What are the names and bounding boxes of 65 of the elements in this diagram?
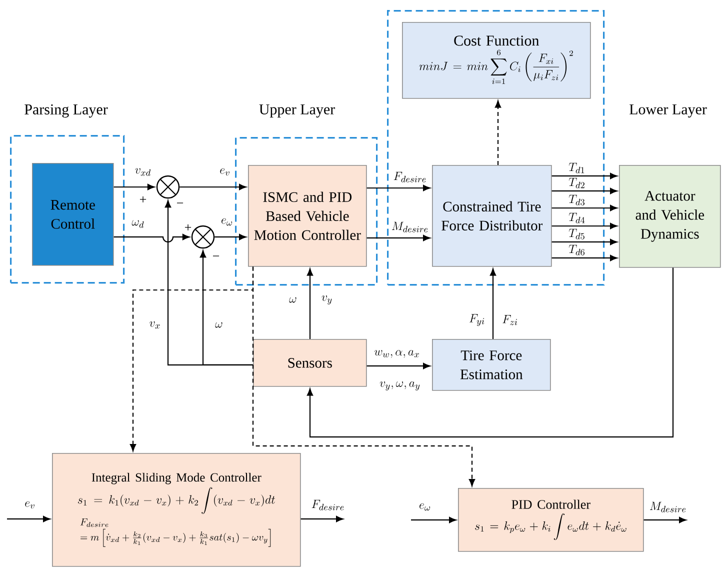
- arrow: [114, 234, 190, 243]
- signal-label: $F_{desire}$: [392, 171, 428, 183]
- arrow: [306, 268, 314, 339]
- controller-box: ISMC and PID Based Vehicle Motion Controller: [248, 164, 367, 267]
- signal-label: $\omega$: [288, 296, 298, 304]
- arrow: [366, 234, 430, 242]
- dynamics-box: Actuator and Vehicle Dynamics: [619, 164, 721, 268]
- signal-label: $F_{zi}$: [502, 315, 518, 326]
- layer-heading: Upper Layer: [259, 104, 335, 118]
- arrow: [214, 234, 246, 240]
- signal-label: $T_{d1}$: [568, 162, 586, 174]
- arrow: [552, 188, 618, 194]
- summing-junction: [191, 225, 215, 249]
- arrow: [644, 516, 686, 524]
- controller-box: PID Controller $s_1 = k_p e_\omega + k_i\int e_\omega dt + k_d\dot{e}_\omega$: [458, 488, 644, 552]
- arrow: [552, 204, 618, 212]
- arrow: [552, 238, 618, 246]
- arrow: [7, 516, 50, 522]
- controller-box: Integral Sliding Mode Controller $s_1 = k_1(v_{xd} - v_x) + k_2\int (v_{xd} - v_x)dt$ $\begin{array}{l}F_{desire}\\ = m\left[\dot{v}_{xd} + \frac{k_2}{k_1}(v_{xd} - v_x) + \frac{k_3}{k_1}sat(s_1) - \omega v_y\right]\end{array}$: [52, 452, 301, 567]
- sensors-box: Sensors: [253, 338, 367, 387]
- cost-function-box: Cost Function $minJ = min\sum_{i=1}^{6} C_i\left(\frac{F_{xi}}{\mu_i F_{zi}}\right)^2$: [402, 22, 591, 99]
- arrow: [180, 184, 246, 190]
- signal-label: $v_x$: [148, 321, 162, 329]
- signal-label: $e_v$: [219, 168, 231, 176]
- arrow: [252, 266, 476, 486]
- arrow: [306, 268, 674, 438]
- sign-label: −: [176, 202, 184, 204]
- layer-heading: Lower Layer: [630, 104, 707, 118]
- summing-junction: [156, 175, 180, 199]
- signal-label: $e_\omega$: [220, 218, 234, 226]
- arrow: [300, 516, 344, 522]
- sign-label: +: [140, 196, 146, 202]
- signal-label: $T_{d4}$: [568, 212, 586, 224]
- distributor-box: Constrained Tire Force Distributor: [432, 164, 552, 267]
- arrow: [494, 100, 502, 165]
- signal-label: $\omega$: [214, 322, 224, 328]
- arrow: [366, 184, 430, 192]
- signal-label: $e_v$: [24, 501, 36, 509]
- signal-label: $\omega_d$: [131, 220, 145, 228]
- arrow: [490, 268, 496, 339]
- layer-heading: Parsing Layer: [24, 104, 108, 118]
- signal-label: $v_y$: [322, 296, 332, 304]
- arrow: [411, 516, 456, 524]
- arrow: [552, 254, 618, 262]
- signal-label: $v_y,\omega,a_y$: [380, 382, 420, 390]
- signal-label: $M_{desire}$: [648, 501, 688, 513]
- signal-label: $T_{d6}$: [568, 244, 586, 256]
- sign-label: +: [184, 224, 192, 230]
- signal-label: $M_{desire}$: [390, 221, 430, 233]
- signal-label: $T_{d5}$: [568, 228, 586, 240]
- signal-label: $T_{d3}$: [568, 194, 586, 206]
- arrow: [552, 172, 618, 180]
- arrow: [200, 250, 253, 366]
- signal-label: $F_{desire}$: [310, 499, 346, 511]
- arrow: [552, 222, 618, 230]
- arrow: [114, 184, 155, 190]
- signal-label: $F_{yi}$: [468, 314, 486, 326]
- signal-label: $w_w,\alpha,a_x$: [374, 350, 420, 358]
- layer-frame: [387, 10, 605, 286]
- arrow: [366, 362, 430, 370]
- control-block: Remote Control: [32, 162, 114, 266]
- signal-label: $e_\omega$: [418, 503, 432, 511]
- signal-label: $v_{xd}$: [134, 168, 152, 176]
- signal-label: $T_{d2}$: [568, 177, 586, 189]
- estimation-box: Tire Force Estimation: [432, 338, 551, 391]
